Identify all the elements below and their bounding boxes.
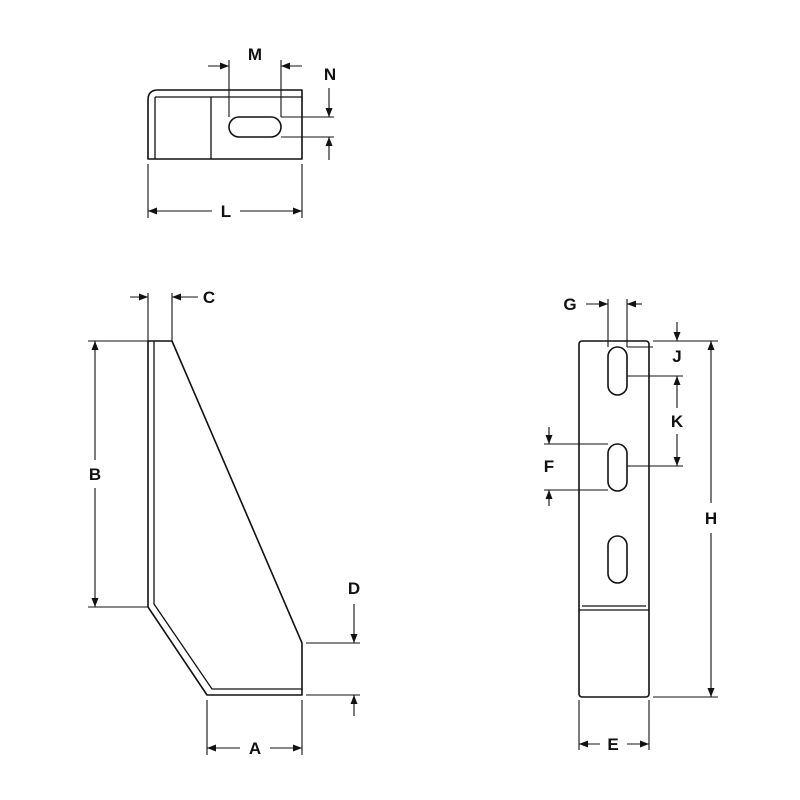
dim-k-arrow-bottom [673, 457, 681, 466]
dim-b-arrow-top [91, 341, 99, 350]
dim-g-arrow-right [627, 300, 636, 308]
dim-e-arrow-left [579, 740, 588, 748]
label-b: B [89, 465, 101, 484]
front-view-slot-3 [607, 535, 628, 584]
dim-f-arrow-top [545, 435, 553, 444]
label-d: D [348, 579, 360, 598]
dim-c-arrow-right [172, 293, 181, 301]
dim-d-arrow-bottom [350, 695, 358, 704]
top-view-slot [228, 116, 282, 138]
dim-k-arrow-top [673, 376, 681, 385]
dim-m-arrow-left [220, 62, 229, 70]
dim-e-arrow-right [640, 740, 649, 748]
dim-l-arrow-left [148, 207, 157, 215]
front-view-outline [578, 340, 650, 698]
label-j: J [672, 347, 681, 366]
dim-n-arrow-bottom [325, 137, 333, 146]
label-g: G [563, 295, 576, 314]
top-view: M N L [147, 45, 336, 221]
dim-c-arrow-left [139, 293, 148, 301]
dim-h-arrow-top [707, 341, 715, 350]
label-k: K [671, 412, 684, 431]
dim-a-arrow-right [293, 744, 302, 752]
label-m: M [248, 45, 262, 64]
dim-n-arrow-top [325, 108, 333, 117]
dim-j-arrow-top [673, 332, 681, 341]
label-n: N [324, 65, 336, 84]
label-l: L [221, 202, 231, 221]
label-h: H [705, 509, 717, 528]
side-view-outline [147, 340, 303, 696]
dim-f-arrow-bottom [545, 490, 553, 499]
dim-b-arrow-bottom [91, 598, 99, 607]
dim-d-arrow-top [350, 634, 358, 643]
dim-a-arrow-left [207, 744, 216, 752]
front-view: G J K F H E [544, 295, 718, 754]
label-c: C [203, 288, 215, 307]
dim-m-arrow-right [281, 62, 290, 70]
front-view-slot-1 [607, 346, 628, 396]
dim-l-arrow-right [293, 207, 302, 215]
side-view-inner-edge [153, 341, 302, 690]
dim-g-arrow-left [599, 300, 608, 308]
front-view-slot-2 [607, 443, 628, 492]
side-view: C B D A [88, 288, 360, 758]
label-e: E [607, 735, 618, 754]
label-f: F [544, 457, 554, 476]
label-a: A [249, 739, 261, 758]
top-view-outline [147, 89, 303, 160]
dim-h-arrow-bottom [707, 688, 715, 697]
